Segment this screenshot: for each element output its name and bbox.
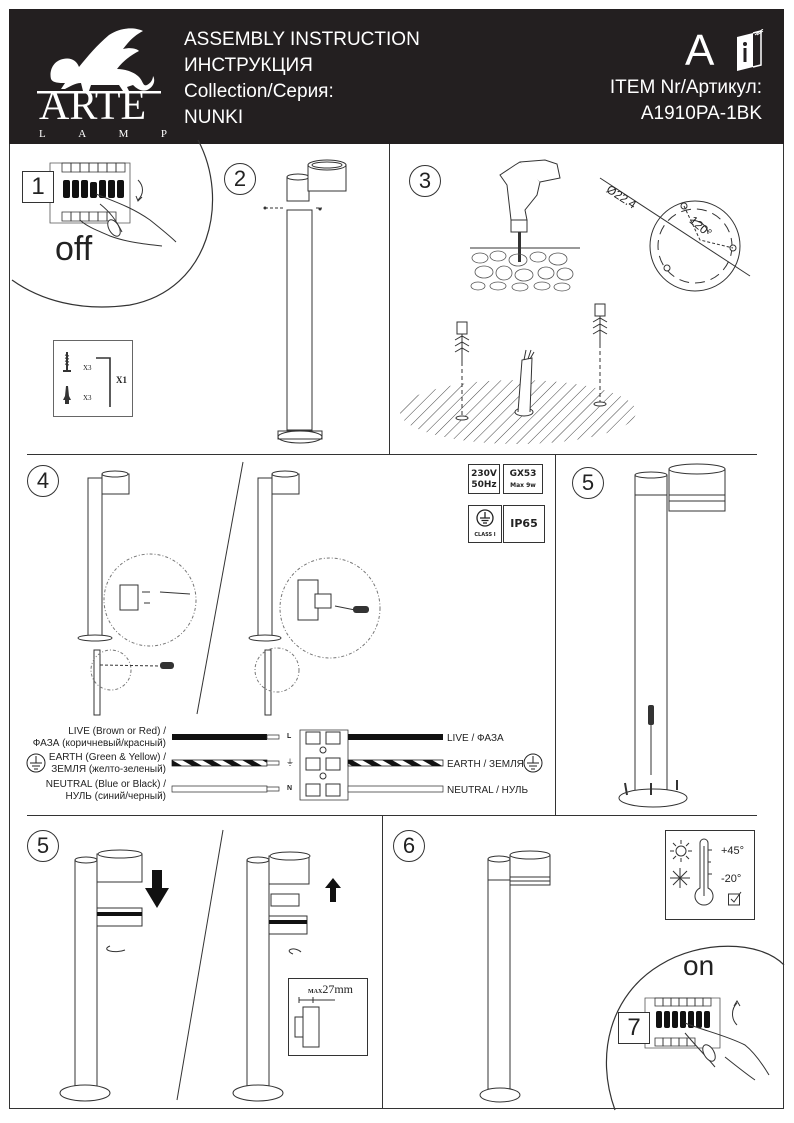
divider-step4-5 bbox=[555, 454, 556, 815]
collection-label: Collection/Серия: bbox=[184, 81, 334, 102]
divider-step5-6 bbox=[382, 815, 383, 1109]
checkbox-checked-icon bbox=[728, 892, 742, 906]
breaker-state-off: off bbox=[55, 230, 93, 268]
item-number: A1910PA-1BK bbox=[640, 103, 762, 124]
ip-rating: IP65 bbox=[510, 517, 538, 530]
step5b-lamp-install bbox=[235, 850, 341, 1112]
brand-name: ARTE bbox=[39, 83, 147, 129]
brand-sub-letter: P bbox=[160, 128, 167, 140]
wire-label-line: НУЛЬ (синий/черный) bbox=[65, 791, 167, 802]
spec-class: CLASS I bbox=[468, 505, 502, 543]
collection-name: NUNKI bbox=[184, 107, 244, 128]
screw-icon bbox=[63, 352, 71, 372]
step3-number: 3 bbox=[409, 165, 441, 197]
temp-max: +45° bbox=[721, 845, 745, 857]
voltage-value: 230V bbox=[471, 469, 497, 479]
terminal-mark-earth: ⏚ bbox=[286, 758, 294, 767]
hex-key-icon bbox=[96, 357, 116, 407]
divider-step2-3 bbox=[389, 144, 390, 454]
step1-circle bbox=[0, 140, 230, 315]
max-depth-label: MAX27mm bbox=[308, 983, 353, 998]
screw-qty: X3 bbox=[83, 364, 92, 372]
divider-row2 bbox=[27, 815, 757, 816]
step5b-divider-slash bbox=[175, 830, 225, 1100]
wire-label-line: ЗЕМЛЯ (желто-зеленый) bbox=[51, 764, 166, 775]
class-value: CLASS I bbox=[474, 532, 496, 538]
class-letter: A bbox=[685, 26, 715, 75]
wire-label-line: LIVE (Brown or Red) / bbox=[68, 726, 166, 737]
wall-anchor-icon bbox=[63, 386, 71, 404]
wire-label-line: EARTH (Green & Yellow) / bbox=[48, 752, 166, 763]
stone-ground-icon bbox=[470, 248, 580, 293]
brand-sub-letter: A bbox=[78, 128, 87, 140]
wire-label-live: LIVE (Brown or Red) / ФАЗА (коричневый/к… bbox=[20, 726, 166, 750]
step6-number: 6 bbox=[393, 830, 425, 862]
hex-key-qty: X1 bbox=[116, 375, 127, 385]
item-info: ITEM Nr/Артикул: A1910PA-1BK bbox=[610, 75, 762, 127]
step4-lamp-b bbox=[255, 470, 385, 715]
document-title: ASSEMBLY INSTRUCTION ИНСТРУКЦИЯ Collecti… bbox=[184, 27, 420, 131]
spec-socket: GX53 Max 9w bbox=[503, 464, 543, 494]
wire-right-neutral: NEUTRAL / НУЛЬ bbox=[447, 785, 529, 796]
title-line: ASSEMBLY INSTRUCTION bbox=[184, 29, 420, 50]
manual-book-icon bbox=[737, 29, 764, 71]
spec-ip: IP65 bbox=[503, 505, 545, 543]
brand-sub-letter: M bbox=[118, 128, 129, 140]
anchor-qty: X3 bbox=[83, 394, 92, 402]
step7-number: 7 bbox=[618, 1012, 650, 1044]
max-power-value: Max 9w bbox=[510, 482, 536, 489]
step4-divider-slash bbox=[195, 462, 245, 714]
step5-lamp-drawing bbox=[615, 465, 735, 810]
max-label: MAX bbox=[308, 989, 323, 995]
base-plate-diagram bbox=[600, 168, 760, 293]
brand-sub-letter: L bbox=[39, 128, 46, 140]
wire-right-earth: EARTH / ЗЕМЛЯ bbox=[447, 759, 524, 770]
wire-label-line: ФАЗА (коричневый/красный) bbox=[32, 738, 166, 749]
divider-row1 bbox=[27, 454, 757, 455]
item-label: ITEM Nr/Артикул: bbox=[609, 77, 762, 98]
earth-symbol-right-icon bbox=[523, 753, 543, 773]
wire-label-neutral: NEUTRAL (Blue or Black) / НУЛЬ (синий/че… bbox=[20, 779, 166, 803]
wire-label-earth: EARTH (Green & Yellow) / ЗЕМЛЯ (желто-зе… bbox=[20, 752, 166, 776]
step5-number: 5 bbox=[572, 467, 604, 499]
temperature-box bbox=[665, 830, 755, 920]
depth-diagram bbox=[295, 997, 335, 1050]
step6-lamp-drawing bbox=[480, 855, 570, 1110]
max-value: 27mm bbox=[322, 982, 354, 996]
step7-circle bbox=[590, 935, 790, 1110]
drill-icon bbox=[465, 160, 585, 262]
step4-number: 4 bbox=[27, 465, 59, 497]
earth-ground-icon bbox=[476, 509, 494, 527]
step1-number: 1 bbox=[22, 171, 54, 203]
frequency-value: 50Hz bbox=[471, 480, 497, 490]
step4-lamp-a bbox=[70, 470, 210, 715]
wiring-diagram bbox=[170, 730, 455, 800]
griffin-logo-icon bbox=[37, 28, 161, 94]
breaker-state-on: on bbox=[683, 950, 715, 981]
step2-lamp-drawing bbox=[263, 155, 370, 445]
spec-voltage: 230V 50Hz bbox=[468, 464, 500, 494]
terminal-mark-neutral: N bbox=[287, 785, 293, 792]
socket-value: GX53 bbox=[509, 469, 537, 479]
breaker-panel-icon bbox=[50, 160, 190, 245]
wire-right-live: LIVE / ФАЗА bbox=[447, 733, 504, 744]
header-bar: ARTE L A M P ASSEMBLY INSTRUCTION ИНСТРУ… bbox=[9, 9, 784, 144]
wire-label-line: NEUTRAL (Blue or Black) / bbox=[45, 779, 166, 790]
snowflake-icon bbox=[670, 868, 690, 888]
step5b-number: 5 bbox=[27, 830, 59, 862]
max-depth-box bbox=[288, 978, 368, 1056]
terminal-mark-live: L bbox=[287, 733, 292, 740]
ground-anchors-diagram bbox=[400, 300, 636, 444]
step2-number: 2 bbox=[224, 163, 256, 195]
thermometer-icon bbox=[693, 838, 715, 910]
sun-icon bbox=[670, 840, 692, 862]
brand-subtitle: L A M P bbox=[39, 128, 167, 140]
parts-box bbox=[53, 340, 133, 417]
temp-min: -20° bbox=[721, 873, 742, 885]
title-line: ИНСТРУКЦИЯ bbox=[184, 55, 313, 76]
breaker-panel-on-icon bbox=[645, 995, 780, 1080]
step5b-lamp-remove bbox=[55, 850, 169, 1112]
earth-symbol-left-icon bbox=[26, 753, 46, 773]
